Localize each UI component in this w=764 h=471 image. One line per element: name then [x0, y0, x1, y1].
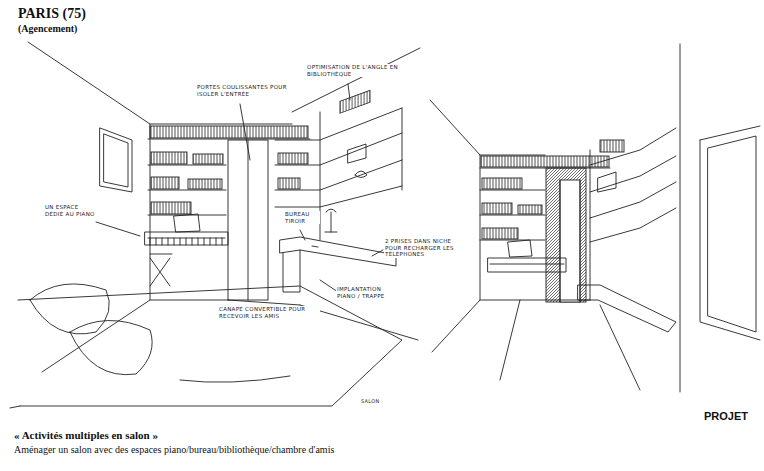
subtitle: (Agencement): [18, 23, 77, 35]
caption-text: Aménager un salon avec des espaces piano…: [14, 444, 334, 456]
annotation: OPTIMISATION DE L'ANGLE EN BIBLIOTHÈQUE: [306, 64, 404, 77]
page-title: PARIS (75): [18, 6, 86, 23]
annotation: CANAPÉ CONVERTIBLE POUR RECEVOIR LES AMI…: [218, 306, 320, 319]
annotation: IMPLANTATION PIANO / TRAPPE: [336, 286, 400, 299]
signature: SALON: [360, 398, 380, 404]
caption-title: « Activités multiples en salon »: [14, 429, 158, 442]
annotation: UN ESPACE DÉDIÉ AU PIANO: [44, 204, 98, 217]
annotation: BUREAU TIROIR: [284, 211, 320, 224]
annotation: PORTES COULISSANTES POUR ISOLER L'ENTRÉE: [196, 84, 290, 97]
stamp-label: PROJET: [704, 410, 748, 423]
annotation: 2 PRISES DANS NICHE POUR RECHARGER LES T…: [384, 238, 460, 258]
